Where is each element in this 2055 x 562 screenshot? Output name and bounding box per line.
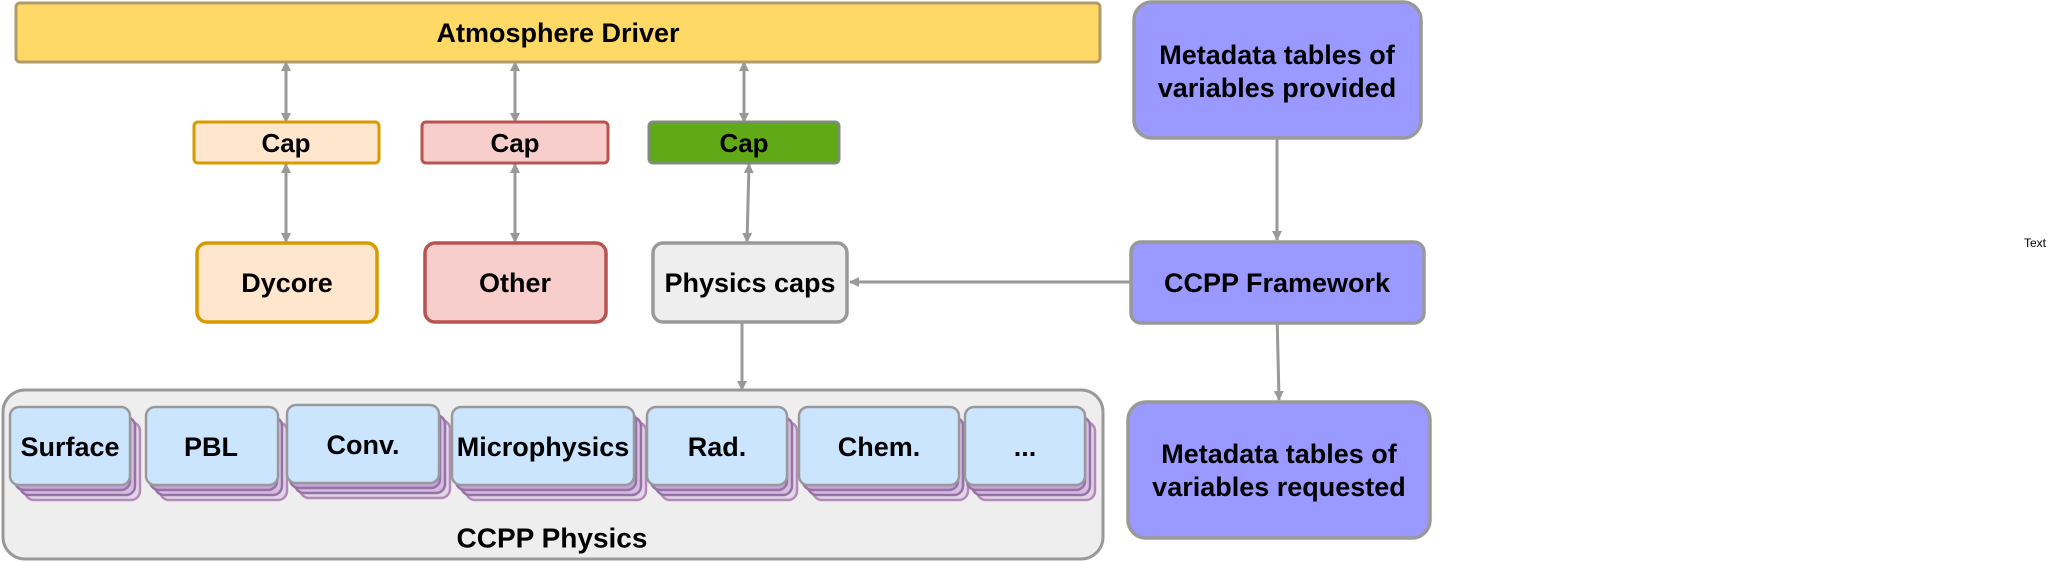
physics-caps-label: Physics caps xyxy=(664,268,835,298)
other-box: Other xyxy=(423,241,608,324)
ccpp-framework-label: CCPP Framework xyxy=(1164,268,1391,298)
arrow-cap3-physics-caps xyxy=(742,163,754,243)
metadata-requested-line1: Metadata tables of xyxy=(1161,439,1398,469)
ccpp-physics-title: CCPP Physics xyxy=(457,523,648,554)
scheme-microphysics: Microphysics xyxy=(450,405,648,502)
scheme-label: PBL xyxy=(184,432,238,462)
cap-label: Cap xyxy=(261,128,310,158)
dycore-label: Dycore xyxy=(241,268,333,298)
connectors xyxy=(281,61,1284,401)
ccpp-framework-box: CCPP Framework xyxy=(1129,240,1426,325)
scheme-conv: Conv. xyxy=(285,403,452,500)
scheme-chem: Chem. xyxy=(797,405,970,502)
cap-label: Cap xyxy=(719,128,768,158)
scheme-surface: Surface xyxy=(8,405,142,502)
scheme-label: Chem. xyxy=(838,432,921,462)
scheme-more: ... xyxy=(963,405,1097,502)
scheme-label: Rad. xyxy=(688,432,747,462)
dycore-box: Dycore xyxy=(195,241,379,324)
scheme-label: Conv. xyxy=(327,430,400,460)
physics-caps-box: Physics caps xyxy=(651,241,849,324)
metadata-provided-box: Metadata tables of variables provided xyxy=(1132,0,1423,140)
metadata-provided-line1: Metadata tables of xyxy=(1159,40,1396,70)
metadata-requested-box: Metadata tables of variables requested xyxy=(1126,400,1432,540)
scheme-label: ... xyxy=(1014,432,1037,462)
scheme-pbl: PBL xyxy=(144,405,289,502)
arrow-framework-to-requested xyxy=(1273,311,1284,401)
metadata-provided-line2: variables provided xyxy=(1158,73,1397,103)
scheme-label: Surface xyxy=(20,432,119,462)
atmosphere-driver-label: Atmosphere Driver xyxy=(436,18,680,48)
cap-box-physics: Cap xyxy=(647,120,841,165)
stray-text-label: Text xyxy=(2024,236,2047,250)
metadata-requested-line2: variables requested xyxy=(1152,472,1406,502)
scheme-label: Microphysics xyxy=(457,432,630,462)
cap-box-dycore: Cap xyxy=(192,120,381,165)
other-label: Other xyxy=(479,268,552,298)
scheme-rad: Rad. xyxy=(645,405,799,502)
cap-label: Cap xyxy=(490,128,539,158)
cap-box-other: Cap xyxy=(420,120,610,165)
atmosphere-driver-box: Atmosphere Driver xyxy=(14,1,1102,64)
